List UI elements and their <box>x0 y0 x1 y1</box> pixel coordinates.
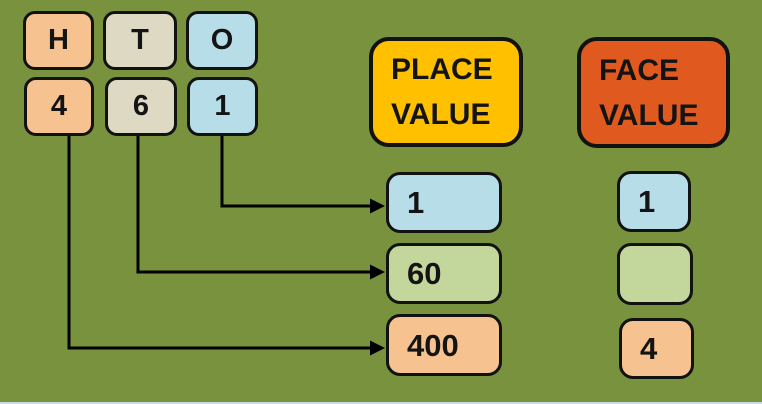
place-value-hundreds-box: 400 <box>386 314 502 376</box>
tens-column-box: T <box>103 11 177 70</box>
place-value-tens-label: 60 <box>407 256 442 291</box>
place-value-tens-box: 60 <box>386 243 502 304</box>
arrowhead-tens-icon <box>370 264 385 280</box>
ones-column-label: O <box>210 24 234 56</box>
place-value-title-line1: PLACE <box>391 53 493 86</box>
arrow-hundreds-to-place-value <box>67 136 371 350</box>
digit-hundreds-box: 4 <box>24 77 94 136</box>
face-value-title-line1: FACE <box>599 53 680 87</box>
digit-ones-box: 1 <box>187 77 258 136</box>
place-value-hundreds-label: 400 <box>407 327 459 363</box>
arrowhead-hundreds-icon <box>370 340 385 356</box>
arrow-ones-to-place-value <box>220 136 371 208</box>
arrowhead-ones-icon <box>370 198 385 214</box>
place-value-title-box: PLACE VALUE <box>369 37 523 147</box>
face-value-ones-box: 1 <box>617 171 691 232</box>
face-value-title-box: FACE VALUE <box>577 37 730 148</box>
arrow-tens-to-place-value <box>136 136 371 274</box>
face-value-hundreds-label: 4 <box>640 331 658 366</box>
digit-ones-label: 1 <box>214 90 231 122</box>
bottom-edge-strip <box>0 402 762 404</box>
digit-tens-label: 6 <box>132 90 150 122</box>
place-value-title-line2: VALUE <box>391 98 491 131</box>
face-value-ones-label: 1 <box>638 184 656 219</box>
face-value-tens-box <box>617 243 693 305</box>
hundreds-column-label: H <box>48 24 69 56</box>
hundreds-column-box: H <box>23 11 94 70</box>
tens-column-label: T <box>131 24 149 56</box>
face-value-hundreds-box: 4 <box>619 318 694 379</box>
digit-hundreds-label: 4 <box>50 90 68 122</box>
face-value-title-line2: VALUE <box>599 98 699 132</box>
ones-column-box: O <box>186 11 258 70</box>
place-value-ones-box: 1 <box>386 172 502 233</box>
digit-tens-box: 6 <box>105 77 177 136</box>
place-value-ones-label: 1 <box>407 185 425 220</box>
